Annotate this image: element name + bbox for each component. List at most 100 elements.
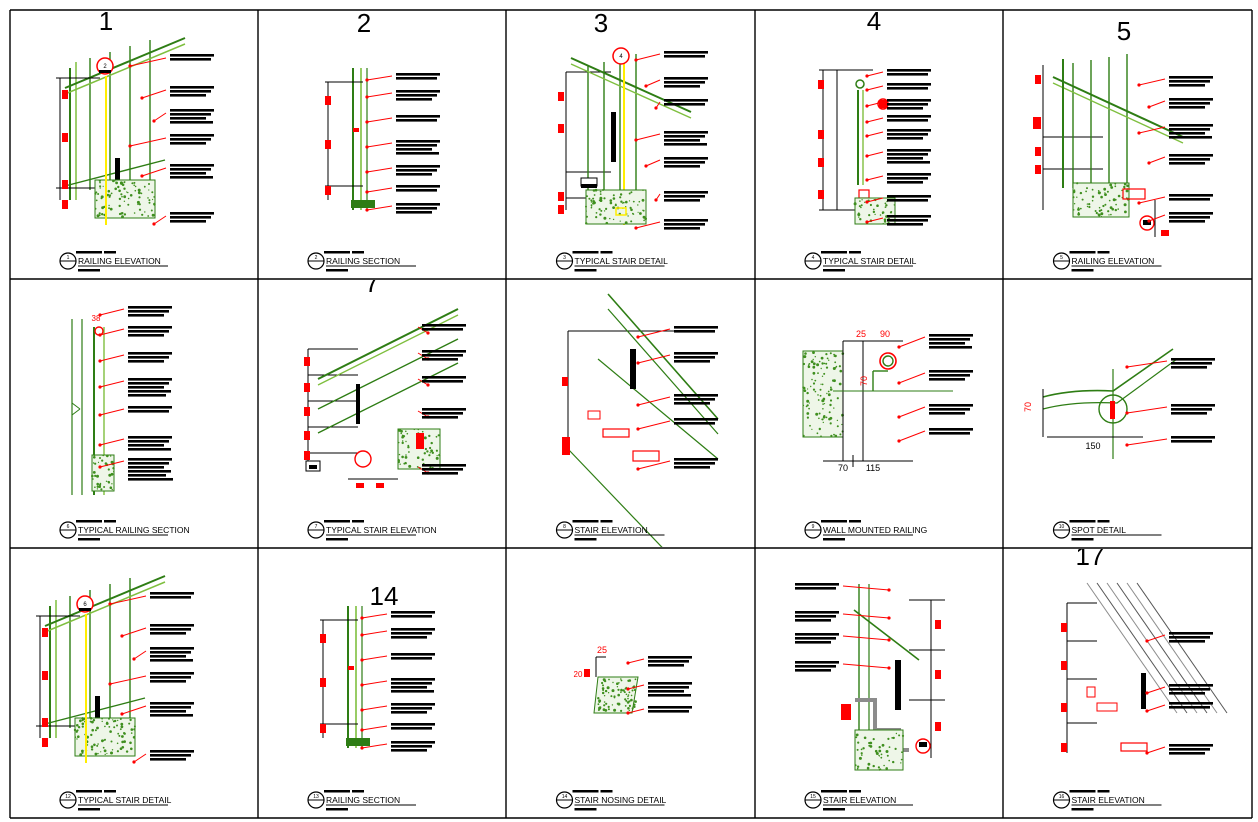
stipple-dot [620,691,622,693]
stipple-dot [625,200,628,204]
leader-dot [365,145,369,149]
stipple-dot [401,455,404,459]
note-text-line [1169,692,1205,695]
stipple-dot [107,468,110,471]
annotation-note [396,73,440,80]
stipple-dot [1123,203,1127,207]
callout-circle [354,450,372,468]
stipple-dot [874,213,876,216]
note-text-line [128,330,169,333]
stipple-dot [107,480,110,483]
panel-title: TYPICAL STAIR DETAIL [575,256,669,266]
note-text-line [391,615,432,618]
leader-dot [1125,365,1129,369]
stipple-dot [810,360,814,364]
stipple-dot [893,204,895,206]
stipple-dot [101,459,104,462]
detail-badge-number: 9 [812,524,815,530]
stipple-dot [138,203,141,206]
anchor-plate [95,696,100,736]
note-text-line [391,632,432,635]
stipple-dot [108,726,111,728]
stipple-dot [1100,216,1103,218]
stipple-dot [89,720,92,723]
annotation-note [664,77,708,88]
handrail-line [317,314,459,386]
note-text-line [170,216,211,219]
leader-line [1146,704,1166,712]
annotation-note [1169,702,1213,709]
stipple-dot [818,427,821,431]
leader-line [866,151,884,157]
stipple-dot [828,417,831,421]
stipple-dot [821,375,824,377]
note-text-line [170,113,211,116]
note-text-line [1169,216,1210,219]
stipple-dot [118,212,122,216]
panel-title: STAIR ELEVATION [1072,795,1145,805]
title-scale-text [78,808,100,811]
stipple-dot [856,767,859,770]
stipple-dot [590,201,593,203]
dimension-marker [1033,117,1041,129]
leader-dot [98,465,102,469]
stipple-dot [103,486,106,488]
anchor-plate [895,660,901,710]
annotation-note [664,191,708,202]
stipple-dot [883,218,887,221]
panel-title: TYPICAL STAIR ELEVATION [326,525,437,535]
stipple-dot [408,464,412,468]
stipple-dot [860,206,862,209]
concrete-base [91,454,115,492]
stipple-dot [97,752,99,755]
leader-dot [636,335,640,339]
note-text-line [150,758,186,761]
stipple-dot [99,185,102,188]
leader-dot [634,226,638,230]
stipple-dot [405,440,407,443]
stipple-dot [616,682,619,685]
note-text-line [929,404,973,407]
note-text-line [674,422,715,425]
dimension-marker [558,92,564,101]
detail-box [602,428,630,438]
stipple-dot [872,738,875,741]
title-scale-text [1071,269,1094,272]
stipple-dot [141,213,144,216]
stipple-dot [94,486,96,489]
stipple-dot [590,199,593,202]
note-text-line [664,165,700,168]
note-text-line [396,140,440,143]
leader-dot [365,120,369,124]
spot-circle [1098,394,1128,424]
stipple-dot [119,718,122,720]
stipple-dot [858,756,862,760]
stipple-dot [1077,212,1081,216]
stipple-dot [79,753,83,756]
stipple-dot [599,193,602,196]
stipple-dot [885,204,888,207]
dimension-value: 25 [856,329,866,339]
leader-line [1126,406,1168,414]
annotation-note [1169,124,1213,139]
stipple-dot [111,483,113,485]
annotation-note [422,324,466,331]
annotation-note [1169,98,1213,109]
stipple-dot [1114,185,1117,188]
note-text-line [1169,84,1205,87]
stipple-dot [96,485,100,488]
note-text-line [391,727,432,730]
concrete-outline [1072,182,1130,218]
dimension-marker [325,186,331,195]
stipple-dot [633,705,636,709]
title-header-text [76,251,102,254]
stipple-dot [110,192,113,195]
stipple-dot [812,365,816,369]
leader-dot [360,658,364,662]
stipple-dot [416,456,420,460]
